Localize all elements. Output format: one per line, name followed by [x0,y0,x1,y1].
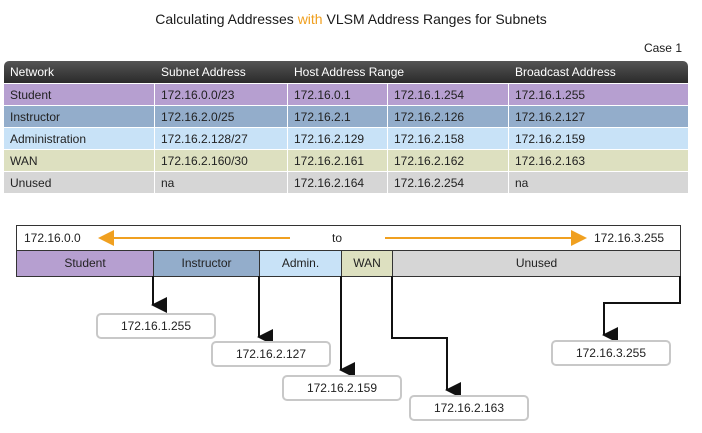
cell-network: Unused [4,171,155,193]
subnet-segment-bar: Student Instructor Admin. WAN Unused [16,250,681,277]
callout-admin-broadcast: 172.16.2.159 [282,375,402,401]
unused-pointer [602,276,681,343]
cell-subnet: 172.16.0.0/23 [155,83,288,105]
cell-subnet: 172.16.2.0/25 [155,105,288,127]
callout-student-broadcast: 172.16.1.255 [96,313,216,339]
cell-broadcast: 172.16.2.159 [509,127,688,149]
callout-unused-end: 172.16.3.255 [551,340,671,366]
cell-host-last: 172.16.2.162 [388,149,509,171]
cell-network: WAN [4,149,155,171]
callout-instructor-broadcast: 172.16.2.127 [211,341,331,367]
cell-host-first: 172.16.2.129 [288,127,388,149]
cell-host-last: 172.16.2.158 [388,127,509,149]
cell-broadcast: 172.16.2.163 [509,149,688,171]
cell-broadcast: 172.16.2.127 [509,105,688,127]
table-row: Unused na 172.16.2.164 172.16.2.254 na [4,171,688,193]
range-to-label: to [332,231,343,245]
cell-host-last: 172.16.2.254 [388,171,509,193]
header-network: Network [4,61,155,83]
cell-subnet: 172.16.2.160/30 [155,149,288,171]
cell-host-first: 172.16.0.1 [288,83,388,105]
segment-instructor: Instructor [154,251,260,276]
table-row: Student 172.16.0.0/23 172.16.0.1 172.16.… [4,83,688,105]
cell-subnet: na [155,171,288,193]
cell-broadcast: na [509,171,688,193]
cell-broadcast: 172.16.1.255 [509,83,688,105]
header-subnet-address: Subnet Address [155,61,288,83]
cell-network: Administration [4,127,155,149]
cell-subnet: 172.16.2.128/27 [155,127,288,149]
cell-host-last: 172.16.2.126 [388,105,509,127]
cell-network: Student [4,83,155,105]
callout-wan-broadcast: 172.16.2.163 [409,395,529,421]
wan-pointer [391,276,461,398]
segment-unused: Unused [393,251,680,276]
segment-wan: WAN [342,251,393,276]
range-start-label: 172.16.0.0 [24,231,81,245]
title-with: with [297,11,323,27]
cell-host-first: 172.16.2.161 [288,149,388,171]
case-label: Case 1 [643,41,682,55]
range-end-label: 172.16.3.255 [594,231,665,245]
cell-host-first: 172.16.2.1 [288,105,388,127]
header-broadcast-address: Broadcast Address [509,61,688,83]
diagram-title: Calculating Addresses with VLSM Address … [0,11,702,27]
vlsm-table: Network Subnet Address Host Address Rang… [4,61,688,193]
segment-admin: Admin. [260,251,342,276]
table-header-row: Network Subnet Address Host Address Rang… [4,61,688,83]
segment-student: Student [17,251,154,276]
cell-host-first: 172.16.2.164 [288,171,388,193]
title-part-2: VLSM Address Ranges for Subnets [322,11,547,27]
table-row: WAN 172.16.2.160/30 172.16.2.161 172.16.… [4,149,688,171]
cell-host-last: 172.16.1.254 [388,83,509,105]
title-part-1: Calculating Addresses [155,11,298,27]
table-row: Instructor 172.16.2.0/25 172.16.2.1 172.… [4,105,688,127]
table-row: Administration 172.16.2.128/27 172.16.2.… [4,127,688,149]
header-host-address-range: Host Address Range [288,61,509,83]
cell-network: Instructor [4,105,155,127]
